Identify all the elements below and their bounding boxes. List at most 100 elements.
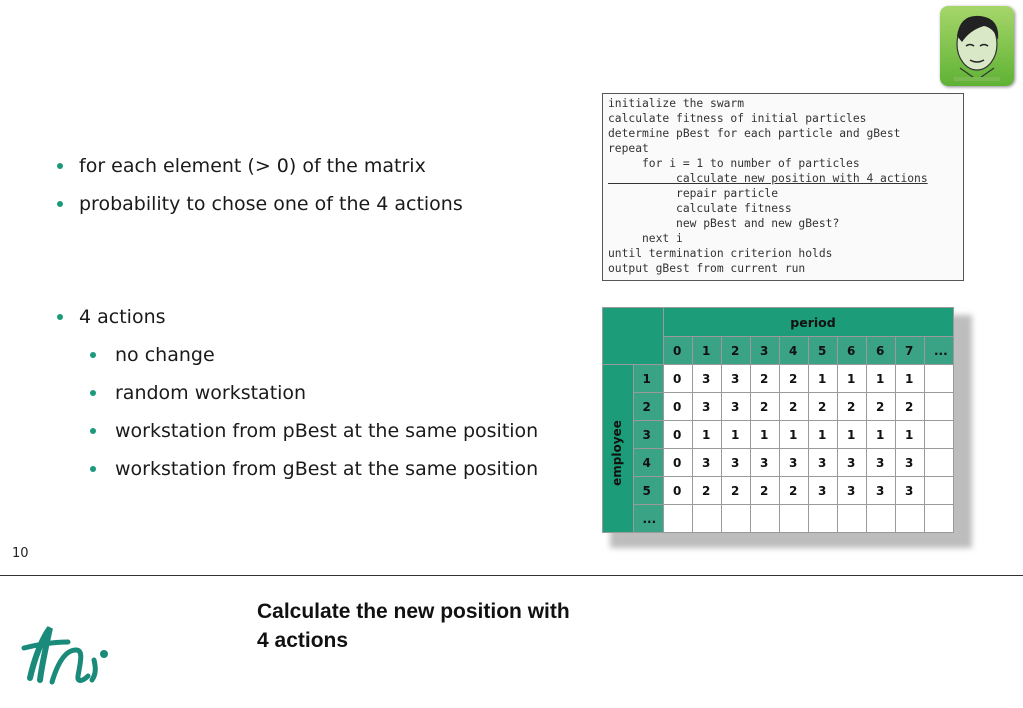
bullet-item: probability to chose one of the 4 action… (79, 193, 463, 215)
matrix-cell (779, 504, 809, 533)
matrix-cell: 1 (808, 420, 838, 449)
column-header-4: 4 (779, 336, 809, 365)
code-line: until termination criterion holds (608, 247, 833, 260)
matrix-cell: 2 (779, 476, 809, 505)
code-line: determine pBest for each particle and gB… (608, 127, 901, 140)
matrix-cell: 2 (779, 392, 809, 421)
code-line: repair particle (608, 187, 779, 200)
bullet-dot (57, 163, 63, 169)
matrix-cell (924, 420, 954, 449)
matrix-cell (924, 504, 954, 533)
sub-bullet-dot (90, 352, 96, 358)
slide-title-line2: 4 actions (257, 629, 349, 652)
matrix-cell: 2 (721, 476, 751, 505)
row-label: 3 (632, 420, 664, 449)
column-header-3: 3 (750, 336, 780, 365)
matrix-cell: 0 (663, 392, 693, 421)
matrix-cell (895, 504, 925, 533)
matrix-cell: 1 (866, 364, 896, 393)
sub-bullet-item: workstation from pBest at the same posit… (115, 420, 539, 442)
matrix-cell: 1 (750, 420, 780, 449)
matrix-cell (924, 364, 954, 393)
column-header-7: 6 (866, 336, 896, 365)
matrix-cell: 2 (692, 476, 722, 505)
matrix-cell: 1 (721, 420, 751, 449)
beethoven-portrait-icon (940, 6, 1014, 86)
matrix-cell: 3 (692, 448, 722, 477)
matrix-cell: 3 (808, 476, 838, 505)
row-label: 5 (632, 476, 664, 505)
matrix-cell: 3 (692, 392, 722, 421)
code-line: new pBest and new gBest? (608, 217, 840, 230)
period-header (663, 307, 954, 337)
matrix-cell: 2 (750, 392, 780, 421)
sub-bullet-item: random workstation (115, 382, 307, 404)
sub-bullet-item: no change (115, 344, 215, 366)
matrix-cell: 0 (663, 448, 693, 477)
employee-label: employee (610, 420, 624, 486)
bullet-dot (57, 201, 63, 207)
matrix-cell (692, 504, 722, 533)
matrix-cell: 1 (837, 420, 867, 449)
matrix-cell: 3 (866, 448, 896, 477)
matrix-cell (663, 504, 693, 533)
pseudocode-box: initialize the swarm calculate fitness o… (602, 93, 964, 281)
matrix-cell (924, 448, 954, 477)
matrix-cell (837, 504, 867, 533)
page-number: 10 (12, 546, 29, 561)
bullet-dot (57, 314, 63, 320)
column-header-6: 6 (837, 336, 867, 365)
code-line: initialize the swarm (608, 97, 745, 110)
matrix-cell: 1 (895, 364, 925, 393)
row-label: 2 (632, 392, 664, 421)
matrix-cell: 3 (750, 448, 780, 477)
bullet-item-actions: 4 actions (79, 306, 166, 328)
column-header-2: 2 (721, 336, 751, 365)
matrix-cell (924, 392, 954, 421)
matrix-cell (721, 504, 751, 533)
column-header-9: ... (924, 336, 954, 365)
matrix-cell: 2 (866, 392, 896, 421)
matrix-cell (924, 476, 954, 505)
slide-title-line1: Calculate the new position with (257, 600, 570, 623)
matrix-cell: 1 (692, 420, 722, 449)
matrix-cell: 1 (837, 364, 867, 393)
bullet-item: for each element (> 0) of the matrix (79, 155, 426, 177)
slide-title: Calculate the new position with 4 action… (257, 597, 570, 655)
matrix-cell: 3 (895, 476, 925, 505)
matrix-cell: 2 (808, 392, 838, 421)
matrix-cell (866, 504, 896, 533)
employee-label-cell (602, 364, 634, 533)
sub-bullet-item: workstation from gBest at the same posit… (115, 458, 539, 480)
matrix-cell: 0 (663, 420, 693, 449)
employee-label-box: employee (603, 368, 631, 538)
matrix-cell: 3 (866, 476, 896, 505)
code-line: for i = 1 to number of particles (608, 157, 860, 170)
column-header-8: 7 (895, 336, 925, 365)
matrix-cell (808, 504, 838, 533)
matrix-cell: 3 (837, 448, 867, 477)
matrix-cell: 3 (779, 448, 809, 477)
matrix-cell: 3 (721, 448, 751, 477)
column-header-5: 5 (808, 336, 838, 365)
matrix-cell: 3 (721, 392, 751, 421)
matrix-cell: 2 (895, 392, 925, 421)
table-row: ... (603, 504, 954, 533)
matrix-cell: 3 (721, 364, 751, 393)
column-header-0: 0 (663, 336, 693, 365)
code-line: next i (608, 232, 683, 245)
code-line: calculate fitness of initial particles (608, 112, 867, 125)
matrix-cell: 3 (837, 476, 867, 505)
row-label: 4 (632, 448, 664, 477)
code-line: repeat (608, 142, 649, 155)
tu-ilmenau-logo (20, 620, 115, 690)
matrix-cell: 3 (692, 364, 722, 393)
matrix-cell: 1 (779, 420, 809, 449)
code-line: output gBest from current run (608, 262, 806, 275)
period-label: period (790, 315, 836, 330)
corner-cell (602, 307, 664, 365)
